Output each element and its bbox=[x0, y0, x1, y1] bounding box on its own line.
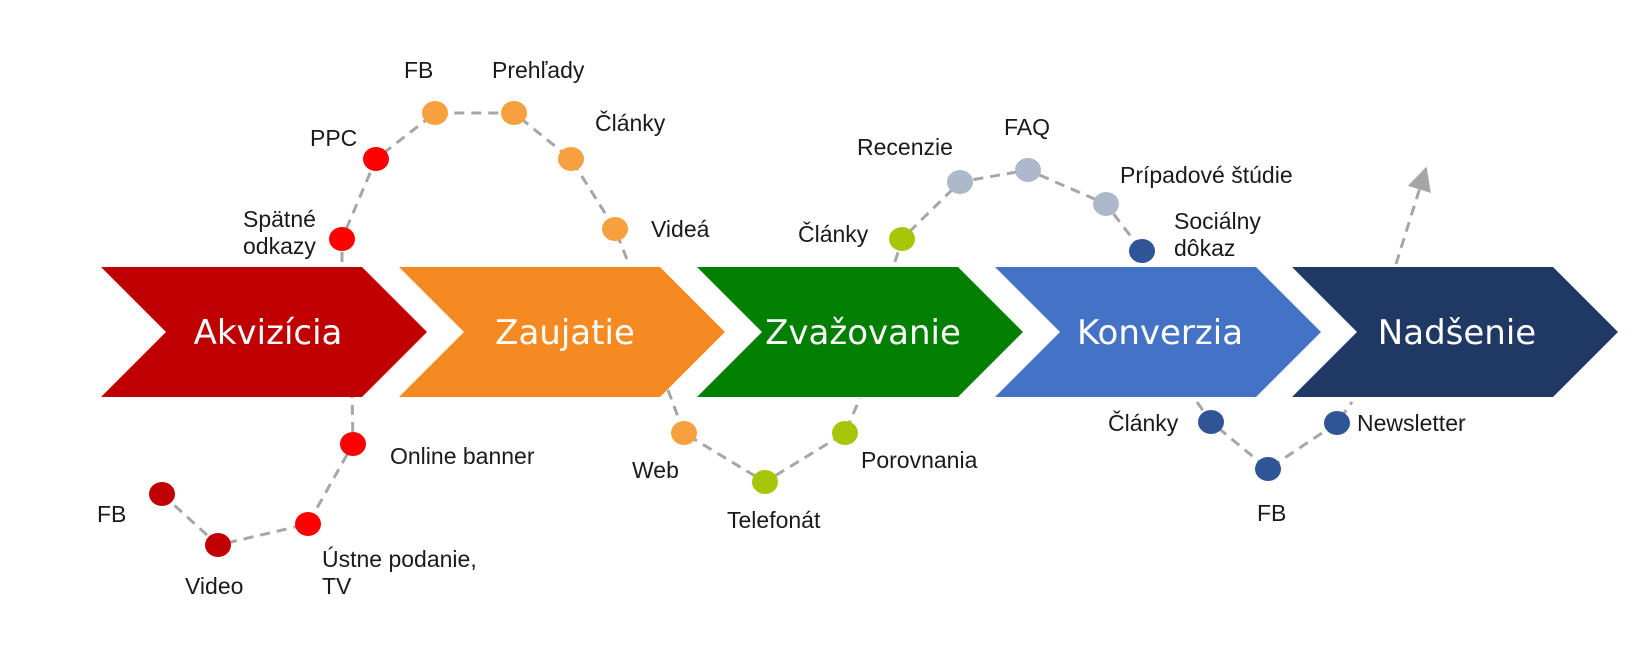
touchpoint-dot bbox=[1198, 410, 1224, 434]
touchpoint-label: Video bbox=[185, 573, 243, 599]
touchpoint-labels: FB Video Ústne podanie, TV Online banner… bbox=[97, 57, 1466, 599]
touchpoint-dot bbox=[1093, 192, 1119, 216]
touchpoint-dot bbox=[329, 227, 355, 251]
touchpoint-dot bbox=[1255, 457, 1281, 481]
touchpoint-label: TV bbox=[322, 573, 352, 599]
touchpoint-label: Spätné bbox=[243, 206, 316, 232]
touchpoint-label: Telefonát bbox=[727, 507, 821, 533]
touchpoint-dot bbox=[1129, 239, 1155, 263]
chevron-shape bbox=[995, 267, 1321, 397]
touchpoint-dot bbox=[422, 101, 448, 125]
stage-label: Nadšenie bbox=[1378, 313, 1536, 353]
touchpoint-dot bbox=[671, 421, 697, 445]
touchpoint-label: Sociálny bbox=[1174, 208, 1261, 234]
stage-label: Zvažovanie bbox=[765, 313, 961, 353]
touchpoint-dot bbox=[1324, 411, 1350, 435]
touchpoint-dot bbox=[558, 147, 584, 171]
touchpoint-dot bbox=[295, 512, 321, 536]
touchpoint-label: Ústne podanie, bbox=[322, 546, 477, 572]
touchpoint-label: Články bbox=[798, 220, 869, 247]
touchpoint-dots bbox=[149, 101, 1350, 557]
touchpoint-label: odkazy bbox=[243, 233, 316, 259]
touchpoint-dot bbox=[889, 227, 915, 251]
touchpoint-label: Recenzie bbox=[857, 134, 953, 160]
chevron-shape bbox=[1292, 267, 1618, 397]
touchpoint-dot bbox=[501, 101, 527, 125]
touchpoint-label: FB bbox=[404, 57, 433, 83]
chevron-shape bbox=[697, 267, 1023, 397]
stage-nadsenie: Nadšenie bbox=[1292, 267, 1618, 397]
chevron-shape bbox=[101, 267, 427, 397]
touchpoint-label: FAQ bbox=[1004, 114, 1050, 140]
stage-zvazovanie: Zvažovanie bbox=[697, 267, 1023, 397]
stage-label: Akvizícia bbox=[194, 313, 343, 353]
chevron-shape bbox=[399, 267, 725, 397]
touchpoint-dot bbox=[752, 470, 778, 494]
touchpoint-label: Prehľady bbox=[492, 57, 585, 83]
touchpoint-label: Web bbox=[632, 457, 679, 483]
touchpoint-label: Články bbox=[1108, 409, 1179, 436]
stage-label: Konverzia bbox=[1077, 313, 1243, 353]
touchpoint-label: FB bbox=[1257, 500, 1286, 526]
touchpoint-dot bbox=[149, 482, 175, 506]
stage-konverzia: Konverzia bbox=[995, 267, 1321, 397]
stage-zaujatie: Zaujatie bbox=[399, 267, 725, 397]
touchpoint-label: FB bbox=[97, 501, 126, 527]
touchpoint-label: Porovnania bbox=[861, 447, 978, 473]
touchpoint-label: Newsletter bbox=[1357, 410, 1466, 436]
touchpoint-dot bbox=[340, 432, 366, 456]
stage-akvizicia: Akvizícia bbox=[101, 267, 427, 397]
touchpoint-dot bbox=[1015, 158, 1041, 182]
touchpoint-label: Videá bbox=[651, 216, 710, 242]
touchpoint-dot bbox=[363, 147, 389, 171]
touchpoint-dot bbox=[602, 217, 628, 241]
touchpoint-label: PPC bbox=[310, 125, 357, 151]
stage-label: Zaujatie bbox=[495, 313, 635, 353]
touchpoint-label: dôkaz bbox=[1174, 235, 1235, 261]
growth-arrow bbox=[1394, 166, 1431, 265]
touchpoint-label: Prípadové štúdie bbox=[1120, 162, 1293, 188]
touchpoint-label: Články bbox=[595, 109, 666, 136]
touchpoint-dot bbox=[832, 421, 858, 445]
touchpoint-dot bbox=[205, 533, 231, 557]
touchpoint-dot bbox=[947, 170, 973, 194]
touchpoint-label: Online banner bbox=[390, 443, 535, 469]
